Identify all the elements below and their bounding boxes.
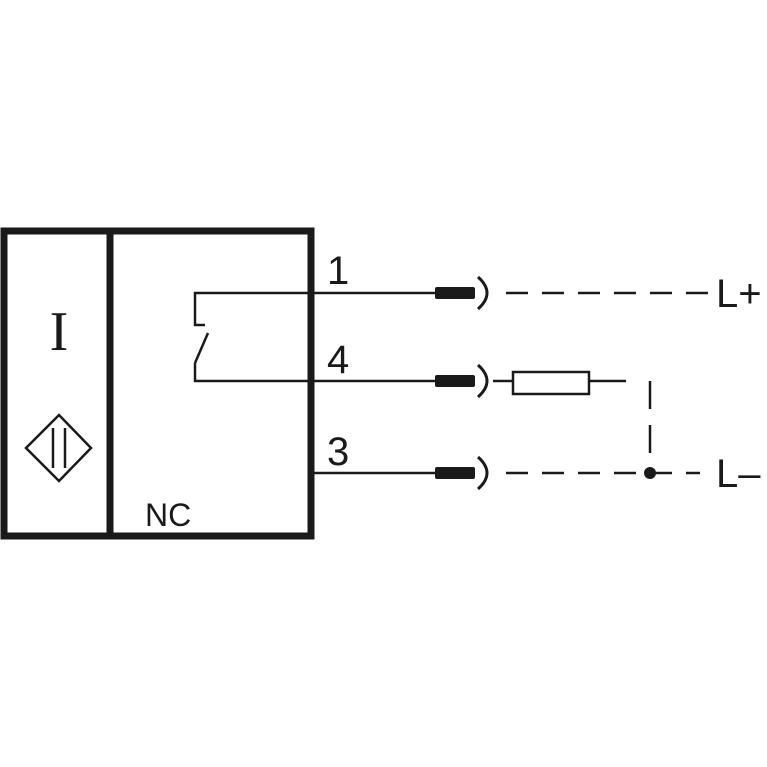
load-resistor: [511, 370, 591, 396]
nc-switch: [193, 291, 311, 383]
terminal-label-3: 3: [327, 430, 349, 474]
socket-3: [476, 455, 489, 491]
socket-1: [476, 275, 489, 311]
terminal-label-1: 1: [327, 249, 349, 293]
connector-sockets: [476, 275, 489, 491]
plug-4: [435, 375, 475, 387]
terminal-label-4: 4: [327, 338, 349, 382]
housing-outline: [0, 227, 315, 540]
plug-1: [435, 287, 475, 299]
proximity-sensor-icon: [24, 413, 93, 483]
output-type-label: NC: [145, 497, 191, 533]
function-symbol: I: [50, 301, 69, 363]
junction-dot: [644, 467, 656, 479]
supply-label-negative: L–: [716, 452, 761, 496]
sensor-housing: [0, 227, 315, 540]
connector-plugs: [435, 287, 475, 479]
terminal-wires: [311, 291, 435, 475]
socket-4: [476, 363, 489, 399]
plug-3: [435, 467, 475, 479]
external-wiring: [493, 291, 712, 475]
supply-label-positive: L+: [716, 272, 762, 316]
